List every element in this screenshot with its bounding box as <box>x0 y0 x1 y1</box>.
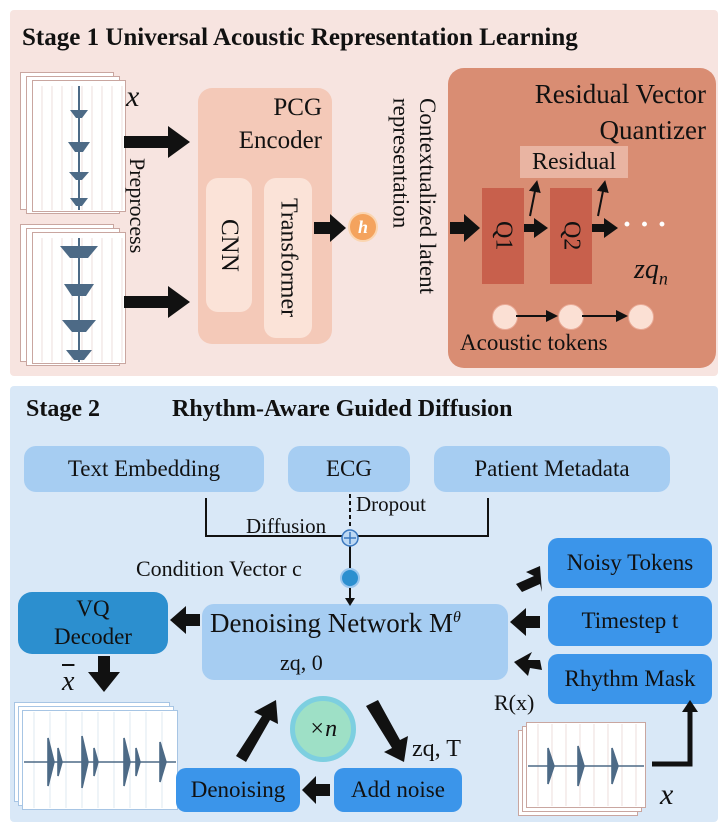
vq-decoder-label: VQ Decoder <box>54 596 132 649</box>
loop-label: ×n <box>309 716 337 743</box>
xbar-label: x <box>62 666 74 698</box>
q2-label: Q2 <box>558 221 585 251</box>
vq-decoder-box: VQ Decoder <box>18 592 168 654</box>
condition-ecg-label: ECG <box>326 456 372 481</box>
loop-label-text: ×n <box>308 715 338 742</box>
q1-block: Q1 <box>482 188 524 284</box>
input-noisy-tokens-label: Noisy Tokens <box>566 550 694 575</box>
preprocess-label: Preprocess <box>125 158 150 254</box>
zqT-label: zq, T <box>412 736 461 762</box>
add-noise-label: Add noise <box>351 777 445 802</box>
token-2 <box>558 304 584 330</box>
dropout-label: Dropout <box>356 492 426 516</box>
token-1 <box>492 304 518 330</box>
input-waveform-stack <box>518 722 646 818</box>
token-3 <box>628 304 654 330</box>
waveform-bottom-icon <box>41 238 123 362</box>
stage2-subtitle: Rhythm-Aware Guided Diffusion <box>172 396 513 422</box>
rvq-title-text: Residual Vector Quantizer <box>534 79 706 146</box>
condition-patient-metadata-label: Patient Metadata <box>474 456 630 481</box>
denoising-network-label-text: Denoising Network M <box>210 608 453 638</box>
zqn-label: zqn <box>634 254 668 290</box>
residual-label-box: Residual <box>520 146 628 178</box>
zqn-label-main: zq <box>634 254 659 285</box>
input-noisy-tokens: Noisy Tokens <box>548 538 712 588</box>
zqn-label-sub: n <box>658 268 668 289</box>
condition-ecg: ECG <box>288 446 410 492</box>
condition-text-embedding: Text Embedding <box>24 446 264 492</box>
stage2-title: Stage 2 <box>26 396 100 422</box>
input-timestep-label: Timestep t <box>581 608 679 633</box>
condition-vector-label: Condition Vector c <box>136 556 302 581</box>
input-rhythm-mask: Rhythm Mask <box>548 654 712 704</box>
h-circle: h <box>348 212 378 242</box>
denoising-network-sup: θ <box>452 609 461 626</box>
denoising-network-box <box>202 604 508 680</box>
input-x-label: x <box>126 80 140 113</box>
pcg-encoder-title: PCG Encoder <box>238 94 322 154</box>
output-waveform-icon <box>24 712 176 808</box>
waveform-stack-bottom <box>20 224 128 366</box>
waveform-top-icon <box>41 86 123 210</box>
residual-label: Residual <box>532 148 616 175</box>
denoising-step-label: Denoising <box>190 777 286 802</box>
input-waveform-icon <box>528 724 644 806</box>
acoustic-tokens-label: Acoustic tokens <box>460 330 608 355</box>
xbar-label-text: x <box>62 666 75 697</box>
q2-block: Q2 <box>550 188 592 284</box>
denoising-network-sublabel: zq, 0 <box>280 650 323 675</box>
add-noise-box: Add noise <box>334 768 462 812</box>
input-x2-label: x <box>660 778 674 811</box>
waveform-stack-top <box>20 72 128 214</box>
transformer-label: Transformer <box>275 198 302 318</box>
cnn-label: CNN <box>216 218 243 272</box>
denoising-step-box: Denoising <box>176 768 300 812</box>
condition-patient-metadata: Patient Metadata <box>434 446 670 492</box>
rvq-title: Residual Vector Quantizer <box>450 76 706 149</box>
loop-icon: ×n <box>290 696 356 762</box>
h-label: h <box>357 216 368 237</box>
rx-label: R(x) <box>494 690 535 715</box>
input-timestep: Timestep t <box>548 596 712 646</box>
condition-text-embedding-label: Text Embedding <box>67 456 221 481</box>
quantizer-ellipsis: · · · <box>622 208 668 241</box>
q1-label: Q1 <box>490 221 517 251</box>
cnn-block: CNN <box>206 178 252 312</box>
transformer-block: Transformer <box>264 178 312 338</box>
stage1-title: Stage 1 Universal Acoustic Representatio… <box>22 24 578 51</box>
output-waveform-stack <box>14 702 180 810</box>
diffusion-label: Diffusion <box>246 514 327 538</box>
denoising-network-label: Denoising Network Mθ <box>210 608 461 639</box>
latent-representation-label: Contextualized latent representation <box>388 98 440 295</box>
input-rhythm-mask-label: Rhythm Mask <box>564 666 696 691</box>
